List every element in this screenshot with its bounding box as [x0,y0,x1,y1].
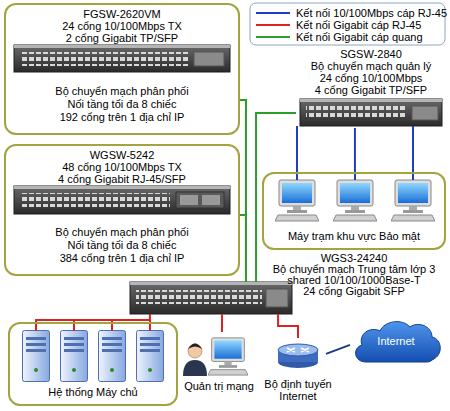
switch-bevel [14,45,230,48]
node-label: 48 cổng 10/100Mbps TX [6,161,238,173]
legend-row: Kết nối Gigabit cáp RJ-45 [250,19,445,31]
switch-body [130,282,292,314]
router: Bộ định tuyến Internet [270,338,326,404]
node-label: 24 cổng 10/100Mbps TX [6,20,238,32]
managed-switch: SGSW-2840Bộ chuyển mạch quản lý24 cổng 1… [296,46,446,128]
cable-connector [240,215,246,282]
switch-ports [136,290,262,304]
switch-group-box: WGSW-524248 cổng 10/100Mbps TX4 cổng Gig… [4,144,240,276]
switch-body [14,45,230,72]
node-label: FGSW-2620VM [6,8,238,20]
router-top [278,344,318,356]
workstation-box: Máy trạm khu vực Bảo mật [262,172,446,250]
workstation-computer [275,180,319,221]
server-tower [61,331,88,382]
node-label: Internet [350,335,442,347]
cable-connector [36,314,150,322]
node-label: Nối tầng tối đa 8 chiếc [6,98,238,110]
switch-body [300,99,442,126]
server-tower [99,331,126,382]
node-label: Hệ thống Máy chủ [10,386,176,398]
legend-text: Kết nối 10/100Mbps cáp RJ-45 [296,7,447,19]
switch-illustration [130,282,292,314]
node-label: Bộ chuyển mạch phân phối [6,85,238,97]
legend-text: Kết nối Gigabit cáp quang [296,31,423,43]
core-switch: WGS3-24240Bộ chuyển mạch Trung tâm lớp 3… [130,282,292,314]
node-label: Nối tầng tối đa 8 chiếc [6,239,238,251]
sfp-slots [180,195,198,205]
server-box: Hệ thống Máy chủ [8,322,178,406]
node-label: Bộ chuyển mạch phân phối [6,226,238,238]
node-label: 384 cổng trên 1 địa chỉ IP [6,252,238,264]
cable-connector [278,314,298,338]
node-label: 4 cổng Gigabit RJ-45/SFP [6,173,238,185]
sfp-slots [266,289,288,307]
switch-module [176,192,224,208]
legend-row: Kết nối Gigabit cáp quang [250,31,445,43]
node-label: WGS3-24240 [262,252,446,264]
switch-bevel [130,282,292,285]
workstation-computer [391,180,435,221]
router-arrows [287,348,309,352]
node-label: 4 cổng Gigabit TP/SFP [296,84,446,96]
cable-connector [240,100,246,282]
node-label: SGSW-2840 [296,48,446,60]
sfp-slots [194,52,224,66]
switch-illustration [14,45,230,72]
sfp-slots [202,195,220,205]
switch-bevel [300,99,442,102]
node-label: Quản trị mạng [180,380,258,392]
cable-connector [354,128,356,172]
person-head [188,344,202,358]
node-label: 24 cổng Gigabit SFP [262,285,446,297]
switch-illustration [14,186,230,214]
workstation-computer [333,180,377,221]
node-label: WGSW-5242 [6,149,238,161]
node-label: 2 cổng Gigabit TP/SFP [6,32,238,44]
person-hair [188,344,202,350]
switch-ports [20,193,170,207]
switch-ports [306,106,406,120]
node-label: Bộ chuyển mạch Trung tâm lớp 3 [262,263,446,275]
switch-ports [20,52,188,66]
admin-person [183,344,207,377]
legend: Kết nối 10/100Mbps cáp RJ-45Kết nối Giga… [250,3,445,45]
internet-cloud: Internet [350,318,442,366]
sfp-slots [412,106,438,120]
node-label: Bộ chuyển mạch quản lý [296,60,446,72]
node-label: 24 cổng 10/100Mbps [296,72,446,84]
router-illustration [278,344,318,368]
server-tower [137,331,164,382]
node-label: Máy trạm khu vực Bảo mật [264,230,444,242]
node-label: Bộ định tuyến Internet [258,378,338,402]
switch-body [14,186,230,214]
admin-station: Quản trị mạng [180,332,258,394]
legend-row: Kết nối 10/100Mbps cáp RJ-45 [250,7,445,19]
legend-line-sample [256,24,290,26]
cable-connector [326,345,350,354]
switch-illustration [300,99,442,126]
switch-bevel [14,186,230,189]
server-tower [23,331,50,382]
person-body [183,360,207,376]
legend-text: Kết nối Gigabit cáp RJ-45 [296,19,421,31]
admin-computer [208,338,248,375]
cable-connector [221,314,223,332]
switch-group-box: FGSW-2620VM24 cổng 10/100Mbps TX2 cổng G… [4,3,240,135]
node-label: shared 10/100/1000Base-T [262,274,446,286]
legend-line-sample [256,12,290,14]
node-label: 192 cổng trên 1 địa chỉ IP [6,111,238,123]
legend-line-sample [256,36,290,38]
